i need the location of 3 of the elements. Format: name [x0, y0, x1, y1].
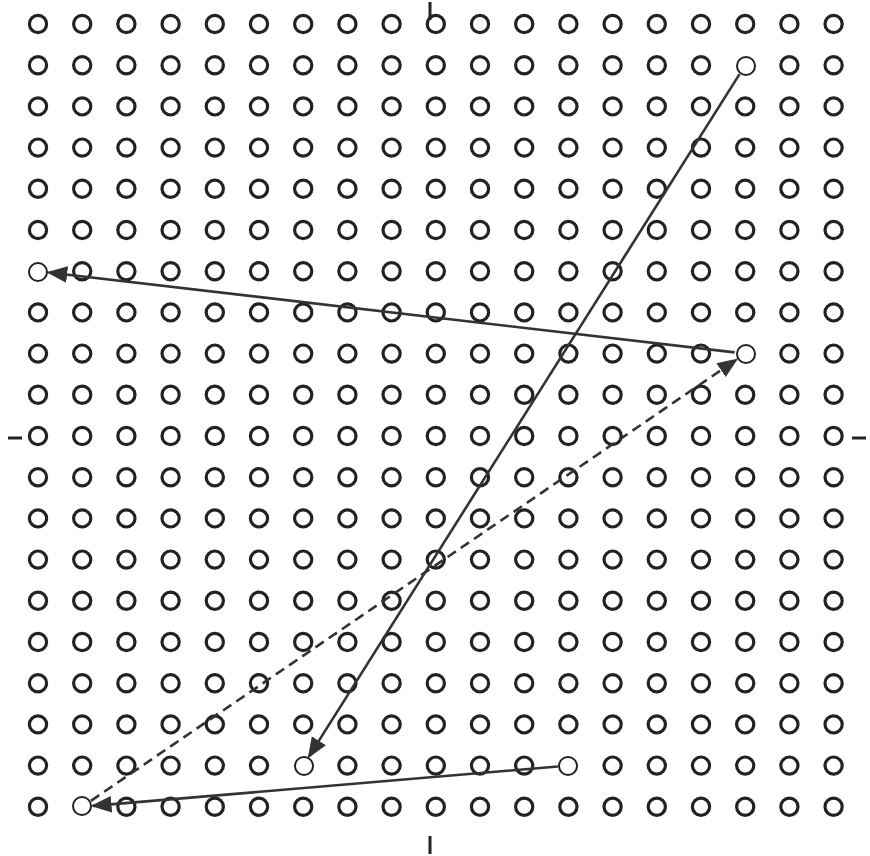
arrow — [90, 358, 739, 802]
arrow — [307, 73, 741, 759]
arrow — [46, 266, 735, 354]
